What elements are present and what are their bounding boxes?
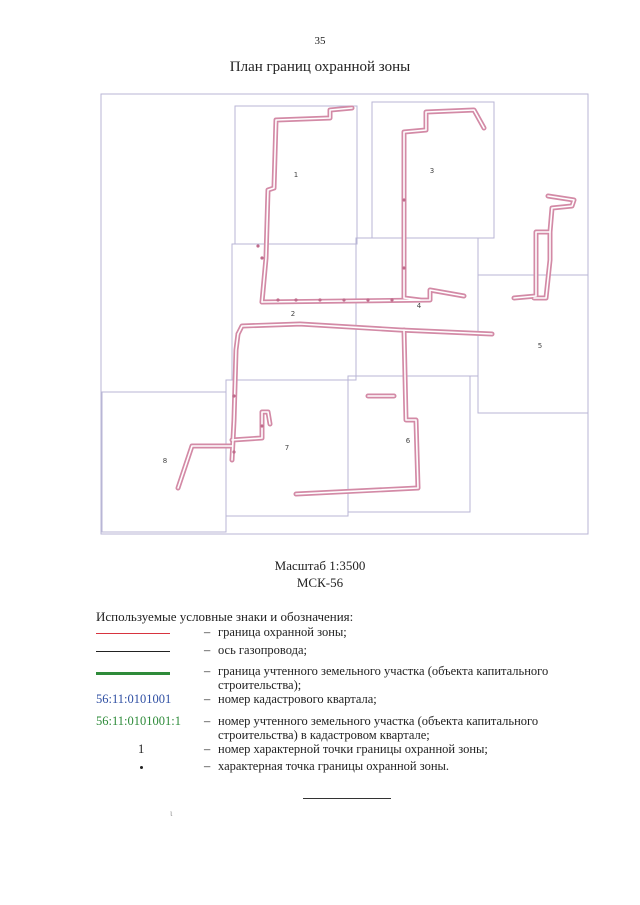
coordinate-system: МСК-56 — [296, 575, 344, 590]
legend-sample: 56:11:0101001:1 — [96, 714, 181, 728]
legend-item-point-number: 1 – номер характерной точки границы охра… — [96, 742, 576, 760]
characteristic-points — [232, 198, 406, 454]
legend-dash: – — [204, 643, 211, 657]
legend-symbol-red-line — [96, 625, 176, 643]
legend-description: номер кадастрового квартала; — [218, 692, 377, 706]
legend-description: граница учтенного земельного участка (об… — [218, 664, 549, 692]
sheet-5 — [477, 274, 589, 414]
legend-dash: – — [204, 742, 211, 756]
zone-path-sheet8 — [175, 443, 235, 491]
legend-item-land-plot-number: 56:11:0101001:1 – номер учтенного земель… — [96, 714, 576, 746]
zone-label-5: 5 — [538, 342, 542, 350]
legend-dash: – — [204, 692, 211, 706]
legend-item-characteristic-point: – характерная точка границы охранной зон… — [96, 759, 576, 777]
zone-label-3: 3 — [430, 167, 434, 175]
legend-dash: – — [204, 664, 211, 678]
zone-label-2: 2 — [291, 310, 295, 318]
sheet-grid — [101, 101, 589, 533]
zone-path-east-branch — [401, 107, 487, 303]
scale-ratio: Масштаб 1:3500 — [274, 558, 366, 573]
zone-path-sheet5 — [511, 193, 577, 301]
legend-description: номер характерной точки границы охранной… — [218, 742, 488, 756]
legend-description: граница охранной зоны; — [218, 625, 347, 639]
legend-dash: – — [204, 714, 211, 728]
scan-artifact: ι — [170, 808, 173, 818]
legend-symbol-point-number: 1 — [96, 742, 176, 760]
map-frame — [100, 93, 589, 535]
zone-label-6: 6 — [406, 437, 411, 445]
legend-symbol-black-line — [96, 643, 176, 661]
legend-sample: 56:11:0101001 — [96, 692, 172, 706]
legend-symbol-plot-number: 56:11:0101001:1 — [96, 714, 181, 732]
page-number: 35 — [314, 35, 326, 47]
zone-path-south — [293, 327, 421, 497]
legend-dash: – — [204, 759, 211, 773]
closing-rule — [303, 798, 391, 799]
legend-sample: 1 — [138, 742, 145, 756]
legend-dash: – — [204, 625, 211, 639]
zone-path-sheet7 — [229, 409, 273, 443]
boundary-plan-map: 1 2 3 4 5 6 7 8 — [100, 93, 589, 535]
zone-label-7: 7 — [285, 444, 289, 452]
legend-description: номер учтенного земельного участка (объе… — [218, 714, 539, 742]
zone-label-1: 1 — [294, 171, 298, 179]
point-dot-icon — [140, 766, 143, 769]
legend-header: Используемые условные знаки и обозначени… — [96, 609, 354, 624]
zone-label-8: 8 — [163, 457, 167, 465]
protection-zone-boundary-inner — [177, 107, 575, 495]
zone-label-4: 4 — [417, 302, 422, 310]
page-title: План границ охранной зоны — [229, 59, 411, 75]
legend-symbol-dot — [96, 759, 176, 777]
legend-symbol-quarter-number: 56:11:0101001 — [96, 692, 176, 710]
legend-item-zone-boundary: – граница охранной зоны; — [96, 625, 576, 643]
legend-symbol-green-line — [96, 664, 176, 682]
legend-description: ось газопровода; — [218, 643, 308, 657]
legend-item-cadastral-quarter: 56:11:0101001 – номер кадастрового кварт… — [96, 692, 576, 710]
legend-description: характерная точка границы охранной зоны. — [218, 759, 450, 773]
sheet-8 — [101, 391, 227, 533]
legend-item-pipeline-axis: – ось газопровода; — [96, 643, 576, 661]
legend-item-land-plot-boundary: – граница учтенного земельного участка (… — [96, 664, 576, 696]
